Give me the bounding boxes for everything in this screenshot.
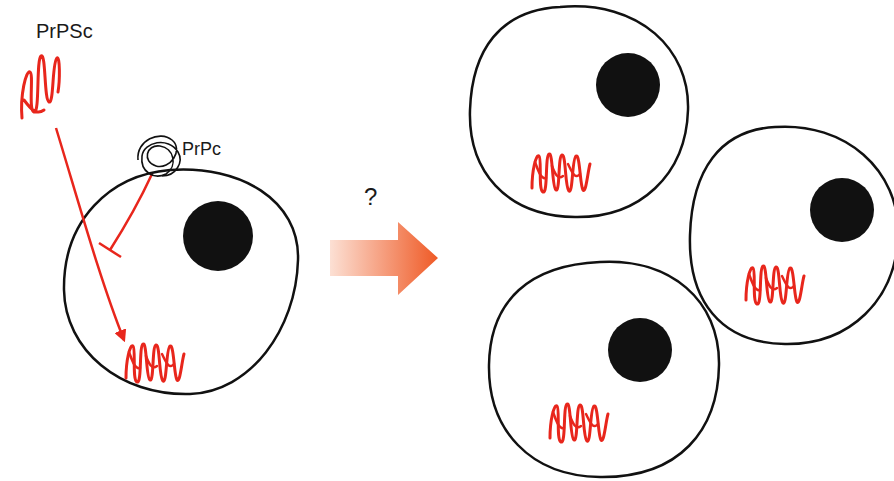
- cell-outline: [470, 6, 688, 217]
- prion-aggregate: [532, 154, 590, 192]
- protein-label: PrPSc: [36, 20, 93, 42]
- cell-outline: [489, 262, 719, 477]
- nucleus: [608, 318, 672, 382]
- protein-label: PrPc: [182, 140, 221, 160]
- nucleus: [183, 201, 253, 271]
- cell-outline: [690, 127, 894, 344]
- nucleus: [596, 53, 660, 117]
- cell-outline: [64, 170, 298, 395]
- question-mark: ?: [364, 184, 377, 210]
- nucleus: [810, 178, 874, 242]
- conversion-arrow: [56, 128, 124, 340]
- inhibition-bar: [99, 243, 121, 257]
- normal-prion-tangle: [138, 136, 180, 176]
- prion-aggregate: [126, 344, 184, 382]
- transition-arrow: [330, 222, 438, 295]
- inhibition-line: [110, 174, 152, 250]
- prion-aggregate: [746, 266, 804, 304]
- prion-aggregate: [550, 404, 608, 442]
- prion-squiggle: [22, 56, 60, 118]
